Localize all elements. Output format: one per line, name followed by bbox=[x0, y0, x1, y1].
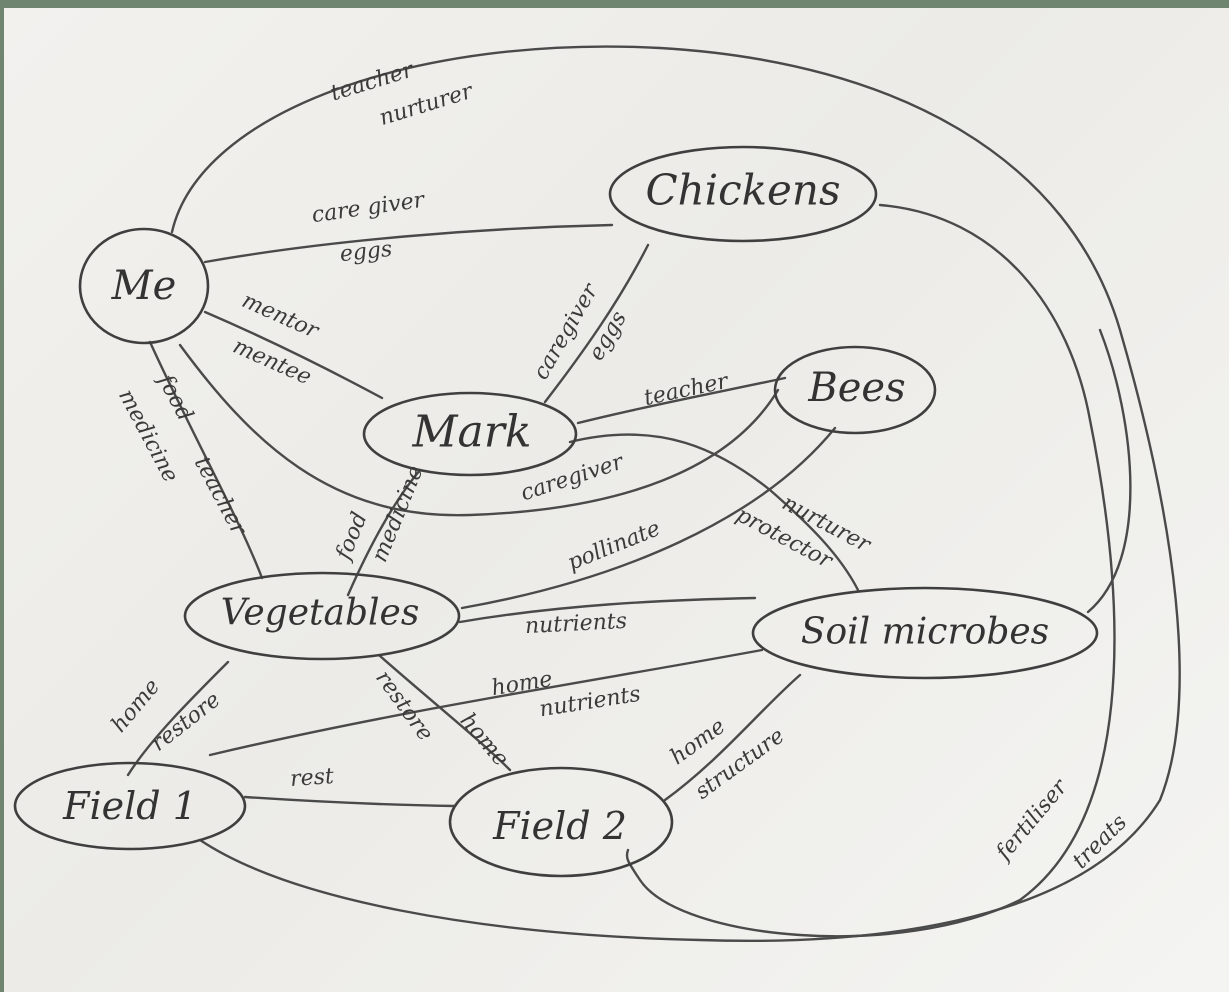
label-me-veg-food: food bbox=[152, 369, 198, 426]
edge-mark-soil bbox=[568, 433, 860, 592]
label-me-veg-teacher: teacher bbox=[189, 453, 252, 541]
paper-background bbox=[4, 8, 1229, 992]
node-field2-outline bbox=[448, 766, 674, 878]
node-mark-outline bbox=[362, 391, 578, 477]
label-veg-soil-nutrients: nutrients bbox=[524, 609, 627, 639]
edge-vegetables-soil bbox=[458, 596, 757, 624]
edge-labels: teacher nurturer care giver eggs mentor … bbox=[107, 57, 1132, 874]
node-field1-label: Field 1 bbox=[62, 784, 197, 828]
node-bees-label: Bees bbox=[807, 365, 905, 411]
edge-me-field2-outer bbox=[170, 45, 1181, 942]
node-labels: Me Chickens Mark Bees Vegetables Soil mi… bbox=[62, 166, 1049, 849]
edge-chickens-field2 bbox=[625, 203, 1116, 938]
label-mark-chickens-eggs: eggs bbox=[584, 307, 632, 365]
edge-me-vegetables bbox=[148, 340, 264, 580]
node-field2-label: Field 2 bbox=[492, 804, 627, 848]
label-me-mark-mentor: mentor bbox=[238, 288, 323, 344]
label-field1-field2-rest: rest bbox=[289, 764, 334, 792]
label-chickens-field2-treats: treats bbox=[1068, 810, 1132, 874]
node-soil-microbes-outline bbox=[751, 586, 1099, 680]
label-mark-chickens-caregiver: caregiver bbox=[529, 279, 604, 385]
node-chickens-label: Chickens bbox=[645, 166, 840, 215]
label-me-chickens-caregiver: care giver bbox=[310, 188, 427, 229]
edge-me-mark bbox=[203, 310, 384, 400]
node-bees-outline bbox=[773, 345, 937, 435]
edge-bees-vegetables bbox=[460, 426, 837, 610]
node-mark-label: Mark bbox=[412, 407, 532, 458]
node-me-label: Me bbox=[111, 263, 177, 309]
edge-mark-bees bbox=[576, 376, 787, 425]
node-outlines bbox=[13, 145, 1099, 878]
node-vegetables-label: Vegetables bbox=[221, 593, 420, 634]
label-veg-field2-home: home bbox=[455, 708, 514, 771]
node-soil-microbes-label: Soil microbes bbox=[801, 612, 1049, 653]
edge-soil-field1 bbox=[208, 648, 764, 757]
node-vegetables-outline bbox=[183, 571, 461, 661]
edge-me-bees bbox=[178, 343, 780, 517]
edge-soil-loop bbox=[1086, 328, 1132, 614]
label-mark-bees-teacher: teacher bbox=[642, 369, 732, 411]
label-chickens-field2-fertiliser: fertiliser bbox=[990, 774, 1073, 867]
edge-me-chickens bbox=[203, 223, 614, 264]
edge-soil-field2 bbox=[663, 673, 802, 802]
node-chickens-outline bbox=[608, 145, 878, 243]
edge-mark-chickens bbox=[543, 243, 650, 404]
edge-vegetables-field2 bbox=[378, 654, 512, 772]
node-field1-outline bbox=[13, 761, 247, 851]
label-bees-veg-pollinate: pollinate bbox=[564, 516, 664, 576]
connection-lines bbox=[126, 45, 1181, 942]
edge-field1-field2 bbox=[243, 795, 457, 808]
edge-mark-vegetables bbox=[346, 468, 422, 597]
node-me-outline bbox=[78, 227, 210, 345]
label-me-chickens-eggs: eggs bbox=[339, 237, 394, 267]
